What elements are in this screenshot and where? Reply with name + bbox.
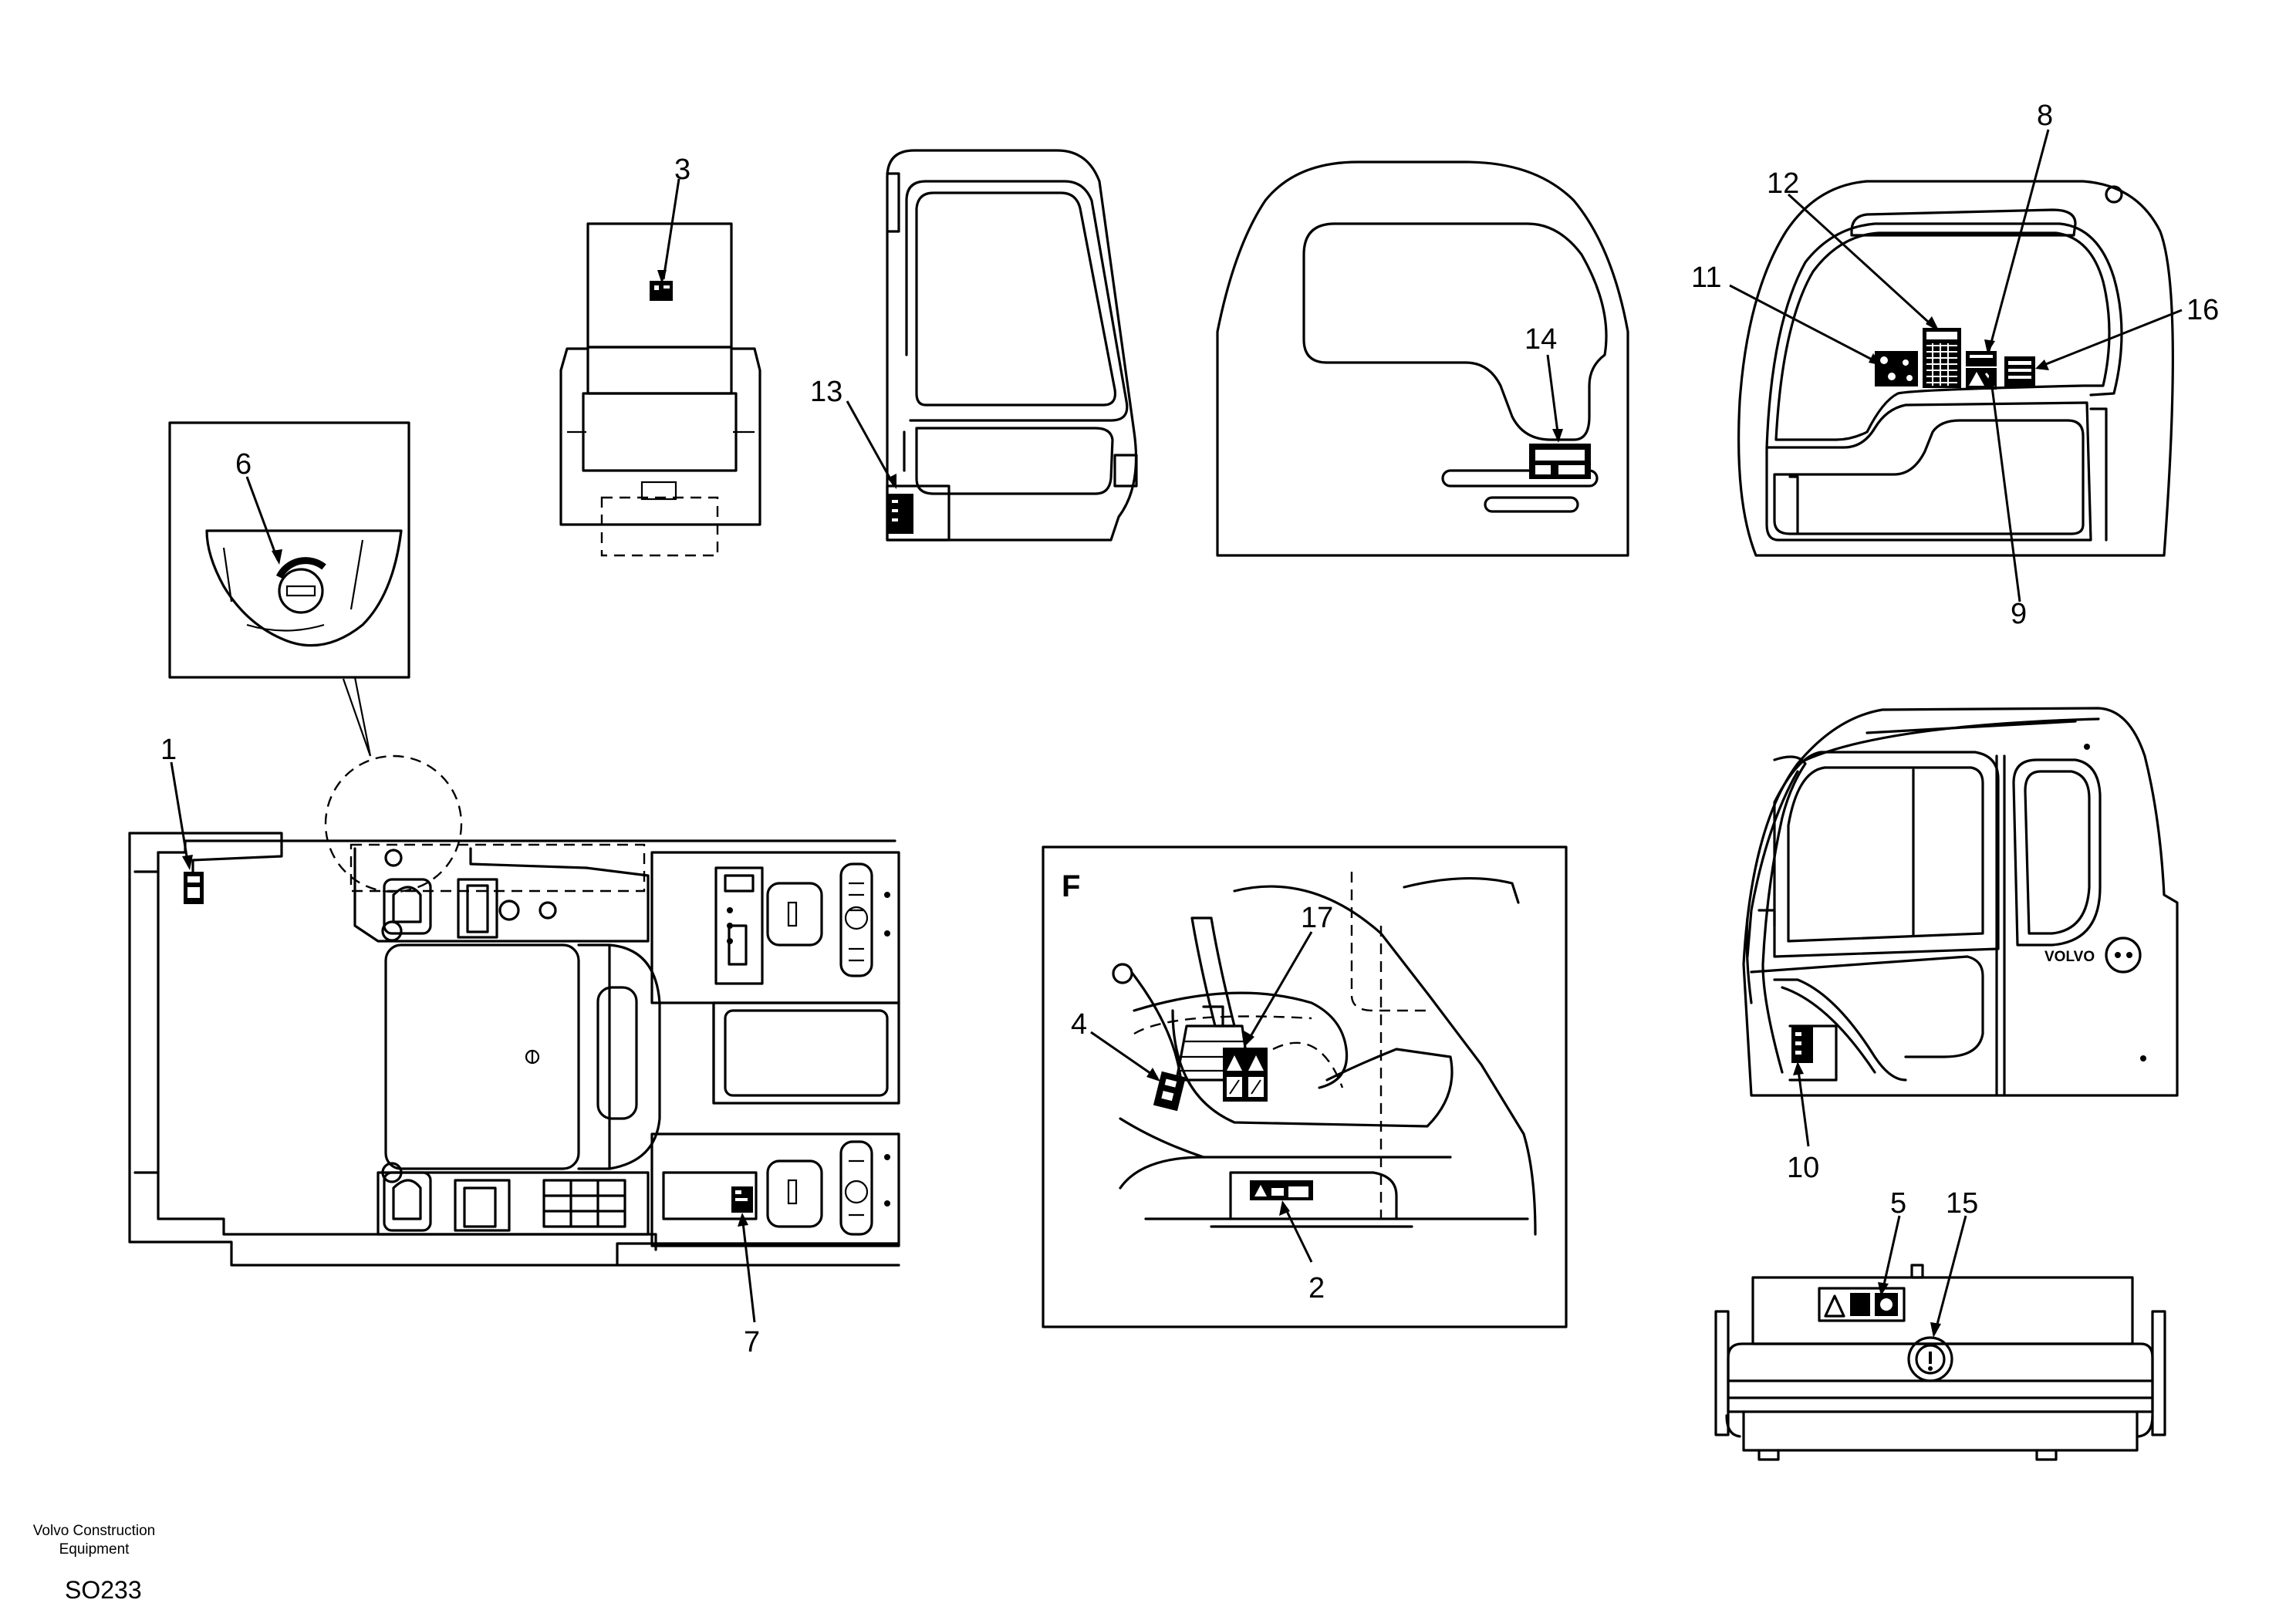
callout-10: 10	[1787, 1152, 1819, 1184]
cab-front-view	[1737, 180, 2174, 557]
label-2	[1250, 1180, 1313, 1200]
label-10	[1791, 1026, 1813, 1063]
callout-2: 2	[1308, 1272, 1325, 1304]
callout-1: 1	[160, 734, 177, 766]
callout-6: 6	[235, 448, 252, 481]
callout-5: 5	[1890, 1187, 1906, 1220]
label-13	[887, 494, 913, 534]
callout-9: 9	[2011, 598, 2027, 630]
callout-12: 12	[1767, 167, 1799, 200]
label-14	[1529, 444, 1591, 479]
label-12	[1923, 328, 1961, 388]
cab-side-view: VOLVO	[1742, 707, 2179, 1097]
company-line1: Volvo Construction	[33, 1523, 155, 1539]
rear-panel-view	[1216, 160, 1629, 557]
label-16	[2004, 356, 2035, 387]
label-1	[184, 872, 204, 904]
zoom-circle	[324, 754, 463, 893]
seat-view	[559, 222, 761, 557]
label-4	[1153, 1071, 1186, 1112]
ignition-detail	[168, 421, 410, 757]
detail-f-label: F	[1062, 869, 1080, 903]
callout-15: 15	[1946, 1187, 1978, 1220]
label-11	[1875, 351, 1918, 386]
title-block: Volvo Construction Equipment SO233	[33, 1523, 155, 1604]
callout-16: 16	[2186, 294, 2219, 326]
callout-8: 8	[2037, 100, 2053, 132]
callout-7: 7	[744, 1326, 760, 1358]
drawing-code: SO233	[65, 1576, 142, 1604]
switch-box-view	[1714, 1264, 2166, 1461]
label-17	[1223, 1048, 1268, 1102]
label-7	[731, 1186, 753, 1213]
callout-11: 11	[1691, 262, 1721, 294]
company-line2: Equipment	[59, 1541, 130, 1558]
cab-floor-plan	[128, 832, 900, 1267]
callout-13: 13	[810, 376, 842, 408]
callout-17: 17	[1301, 902, 1333, 934]
callout-14: 14	[1524, 323, 1557, 356]
door-panel-view	[886, 149, 1138, 542]
callout-4: 4	[1071, 1008, 1087, 1041]
cab-badge: VOLVO	[2044, 949, 2095, 965]
label-5	[1818, 1287, 1906, 1322]
detail-f-view: F	[1042, 845, 1568, 1328]
callout-3: 3	[674, 154, 690, 186]
